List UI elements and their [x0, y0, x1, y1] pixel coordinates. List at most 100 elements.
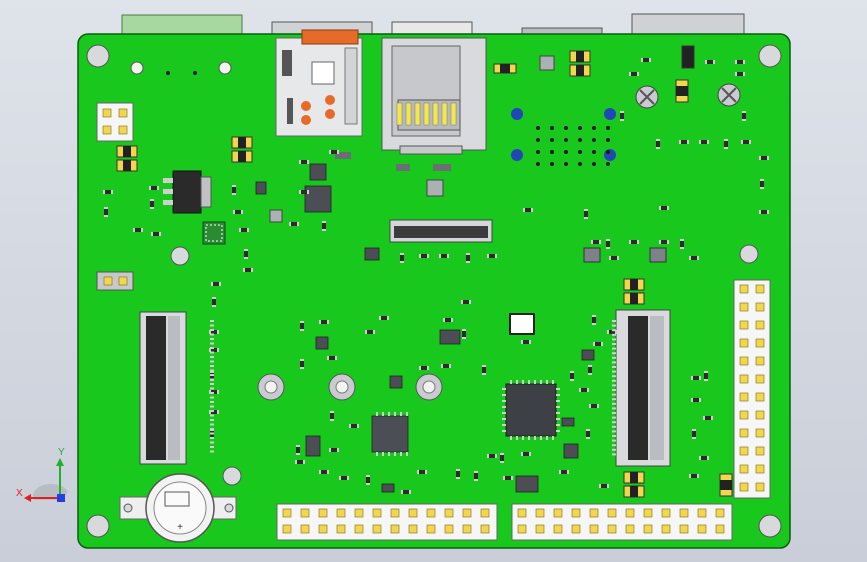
via — [592, 150, 596, 154]
mounting-hole — [86, 514, 110, 538]
header-pin — [607, 508, 617, 518]
smd-resistor — [300, 190, 308, 194]
smd-terminal — [447, 254, 449, 258]
smd-resistor — [210, 330, 218, 334]
ic-pin — [546, 380, 548, 384]
fpc-pin — [210, 432, 214, 435]
smd-terminal — [451, 318, 453, 322]
z-axis-marker — [57, 494, 65, 502]
header-pin — [571, 524, 581, 534]
smd-terminal — [337, 448, 339, 452]
smd-resistor — [608, 330, 616, 334]
fpc-pin — [210, 414, 214, 417]
smd-terminal — [593, 342, 595, 346]
passive-components — [103, 58, 769, 494]
smd-resistor — [704, 372, 708, 380]
smd-terminal — [322, 221, 326, 223]
header-pin — [739, 302, 749, 312]
smd-terminal — [400, 253, 404, 255]
smd-resistor — [700, 140, 708, 144]
ic-pin — [388, 412, 390, 416]
header-pin — [571, 508, 581, 518]
smd-terminal — [579, 388, 581, 392]
smd-terminal — [679, 140, 681, 144]
smd-terminal — [629, 240, 631, 244]
header-pin — [535, 508, 545, 518]
axis-triad: X Y — [16, 447, 68, 502]
header-pin — [739, 356, 749, 366]
smd-terminal — [212, 305, 216, 307]
smd-terminal — [749, 140, 751, 144]
slot-pin — [612, 448, 616, 451]
smd-terminal — [379, 316, 381, 320]
smd-terminal — [401, 490, 403, 494]
mounting-hole — [758, 44, 782, 68]
smd-resistor — [690, 474, 698, 478]
leds-top-left — [130, 61, 232, 75]
smd-terminal — [149, 186, 151, 190]
smd-components — [202, 55, 667, 493]
fpc-connector — [389, 219, 493, 243]
smd-terminal — [617, 256, 619, 260]
smd-resistor — [400, 254, 404, 262]
header-pin — [715, 524, 725, 534]
smd-resistor — [592, 316, 596, 324]
header-pin — [589, 508, 599, 518]
smd-terminal — [689, 256, 691, 260]
header-pin — [739, 392, 749, 402]
smd-terminal — [300, 321, 304, 323]
slot-pin — [612, 375, 616, 378]
smd-resistor — [736, 60, 744, 64]
fpc-pin — [210, 423, 214, 426]
via — [578, 138, 582, 142]
ic-pin — [546, 436, 548, 440]
smd-resistor — [328, 356, 336, 360]
smd-terminal — [699, 398, 701, 402]
smd-terminal — [759, 156, 761, 160]
ic-pin — [376, 412, 378, 416]
smd-terminal — [500, 453, 504, 455]
smd-resistor — [440, 254, 448, 258]
header-pin — [318, 508, 328, 518]
ic-pin — [406, 452, 408, 456]
smd-terminal — [529, 452, 531, 456]
smd-terminal — [724, 147, 728, 149]
header-pin — [755, 464, 765, 474]
via — [564, 126, 568, 130]
smd-resistor — [418, 470, 426, 474]
smd-terminal — [759, 210, 761, 214]
smd-terminal — [337, 150, 339, 154]
ic-pin — [502, 406, 506, 408]
slot-pin — [612, 333, 616, 336]
header-pin — [480, 524, 490, 534]
ic-pin — [502, 424, 506, 426]
standoff — [328, 373, 356, 401]
header-pin — [755, 482, 765, 492]
slot-pin — [612, 329, 616, 332]
smd-resistor — [462, 300, 470, 304]
smd-resistor — [150, 186, 158, 190]
fpc-pin — [210, 437, 214, 439]
smd-resistor — [212, 298, 216, 306]
header-pin — [739, 284, 749, 294]
slot-pin — [612, 393, 616, 396]
header-pin — [408, 508, 418, 518]
smd-terminal — [482, 365, 486, 367]
smd-terminal — [329, 448, 331, 452]
via — [564, 150, 568, 154]
smd-resistor — [656, 140, 660, 148]
header-pin — [444, 508, 454, 518]
via — [564, 162, 568, 166]
pcb-board[interactable] — [77, 33, 791, 549]
smd-resistor — [592, 240, 600, 244]
smd-terminal — [649, 58, 651, 62]
smd-terminal — [743, 72, 745, 76]
smd-terminal — [327, 356, 329, 360]
smd-terminal — [330, 411, 334, 413]
smd-terminal — [150, 199, 154, 201]
bottom-pin-header-left — [276, 503, 498, 541]
smd-resistor — [340, 476, 348, 480]
via — [536, 126, 540, 130]
smd-terminal — [742, 119, 746, 121]
